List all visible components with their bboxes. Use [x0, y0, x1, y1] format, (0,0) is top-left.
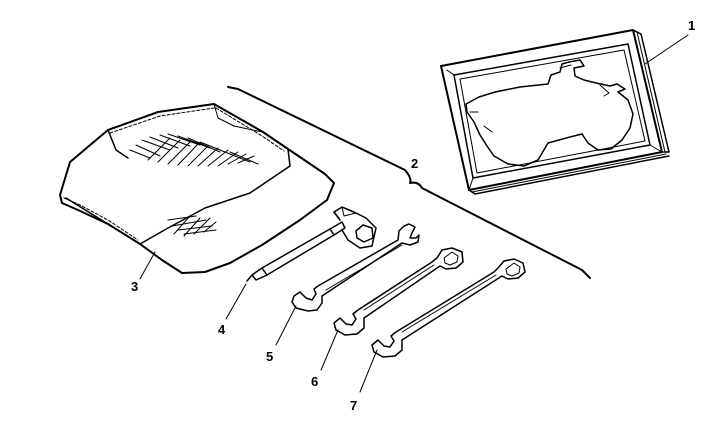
callout-1: 1 — [688, 18, 695, 33]
atv-outline — [465, 59, 634, 167]
callout-5: 5 — [266, 349, 273, 364]
owners-manual — [440, 29, 670, 195]
tool-bag — [59, 103, 335, 274]
leader-line-7 — [359, 349, 378, 393]
callout-7: 7 — [350, 398, 357, 413]
callout-2: 2 — [411, 156, 418, 171]
wrench-6 — [333, 247, 464, 336]
callout-3: 3 — [131, 279, 138, 294]
leader-line-6 — [320, 329, 339, 371]
callout-6: 6 — [311, 374, 318, 389]
socket-screwdriver — [246, 206, 377, 282]
leader-line-3 — [139, 251, 156, 280]
wrench-7 — [371, 258, 526, 358]
callout-4: 4 — [218, 322, 226, 337]
leader-line-4 — [225, 283, 247, 320]
leader-line-1 — [644, 34, 689, 65]
kit-bracket — [227, 86, 591, 279]
wrench-5 — [291, 223, 420, 312]
leader-line-5 — [275, 305, 297, 346]
